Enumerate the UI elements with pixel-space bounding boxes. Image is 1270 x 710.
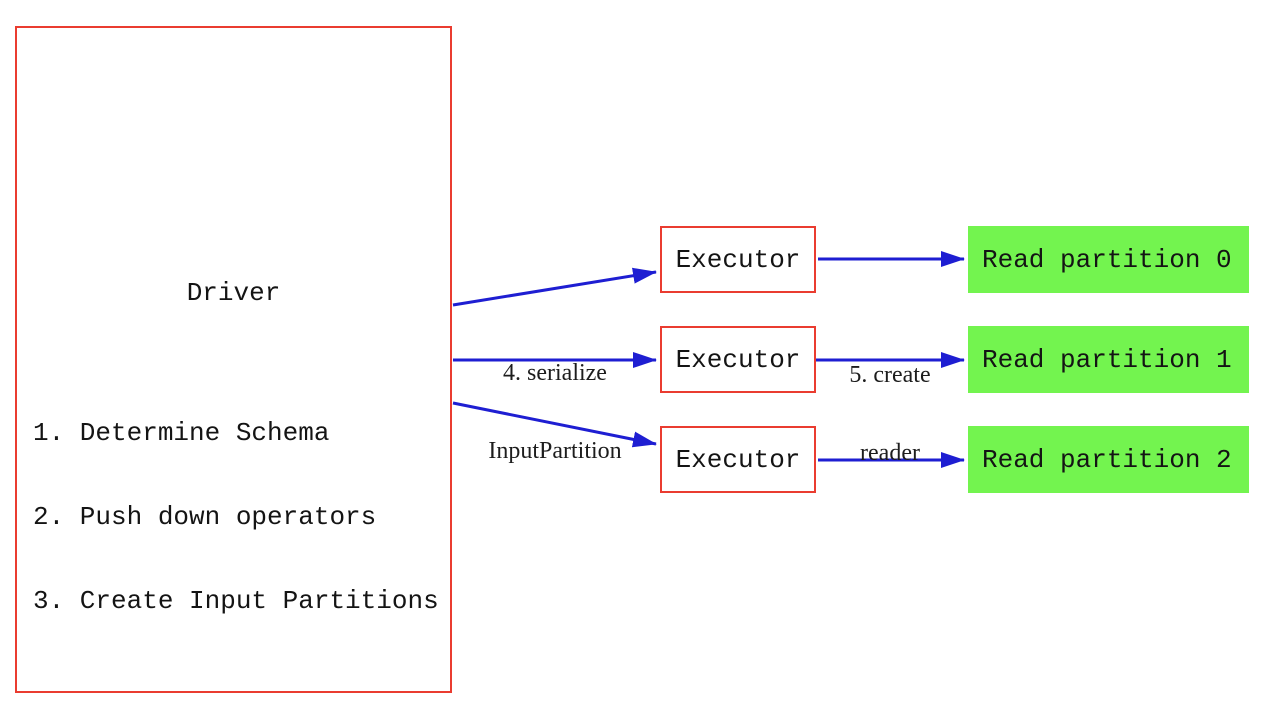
read-partition-label: Read partition 1 xyxy=(982,344,1232,375)
driver-step-1: 1. Determine Schema xyxy=(33,418,330,448)
serialize-label-line-1: 4. serialize xyxy=(503,360,607,386)
serialize-label-line-2: InputPartition xyxy=(488,438,622,464)
executor-label: Executor xyxy=(675,344,801,375)
arrow-driver-to-executor-1 xyxy=(452,267,657,307)
serialize-inputpartition-label: 4. serialize InputPartition xyxy=(470,308,640,516)
driver-box: Driver 1. Determine Schema 2. Push down … xyxy=(15,26,452,693)
driver-steps-list: 1. Determine Schema 2. Push down operato… xyxy=(33,363,439,671)
read-partition-label: Read partition 2 xyxy=(982,444,1232,475)
driver-step-2: 2. Push down operators xyxy=(33,502,377,532)
driver-title: Driver xyxy=(186,278,281,308)
executor-box-2: Executor xyxy=(660,326,816,393)
executor-box-1: Executor xyxy=(660,226,816,293)
read-partition-box-1: Read partition 1 xyxy=(968,326,1249,393)
create-reader-label: 5. create reader xyxy=(822,310,958,518)
create-reader-label-line-2: reader xyxy=(860,440,920,466)
executor-box-3: Executor xyxy=(660,426,816,493)
driver-step-3: 3. Create Input Partitions xyxy=(33,586,439,616)
create-reader-label-line-1: 5. create xyxy=(849,362,931,388)
read-partition-box-2: Read partition 2 xyxy=(968,426,1249,493)
read-partition-label: Read partition 0 xyxy=(982,244,1232,275)
read-partition-box-0: Read partition 0 xyxy=(968,226,1249,293)
executor-label: Executor xyxy=(675,444,801,475)
executor-label: Executor xyxy=(675,244,801,275)
